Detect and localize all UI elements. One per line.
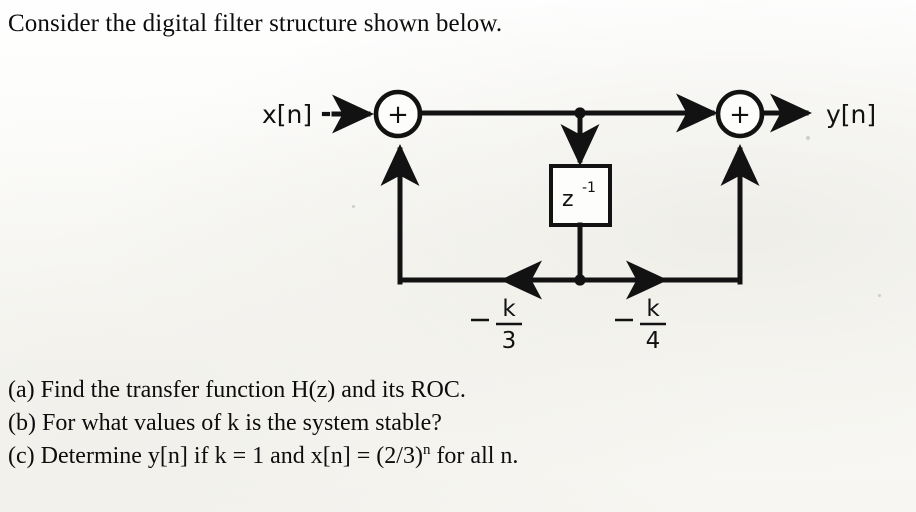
feedback-split-junction — [574, 274, 586, 286]
question-c-label: (c) — [8, 443, 35, 469]
feedback-gain-left: k 3 — [471, 296, 522, 354]
diagram-canvas: x[n] + + y[n] z -1 — [262, 89, 876, 354]
input-signal-label: x[n] — [262, 100, 312, 129]
feedback-gain-left-numerator: k — [502, 296, 516, 322]
unit-delay-exponent: -1 — [582, 180, 596, 196]
feedback-gain-right-denominator: 4 — [646, 328, 661, 354]
output-signal-label: y[n] — [826, 100, 876, 129]
feedback-gain-left-denominator: 3 — [502, 328, 517, 354]
input-summing-node-symbol: + — [387, 100, 409, 130]
filter-diagram: x[n] + + y[n] z -1 — [0, 60, 916, 365]
scan-speck — [878, 294, 881, 297]
question-c-exponent: n — [422, 442, 431, 458]
question-c-text-before: Determine y[n] if k = 1 and x[n] = (2/3) — [40, 443, 423, 469]
scan-speck — [806, 136, 810, 140]
question-item-b: (b) For what values of k is the system s… — [8, 407, 518, 440]
feedback-gain-right: k 4 — [615, 296, 666, 354]
scan-speck — [352, 205, 355, 208]
unit-delay-label: z — [562, 187, 574, 212]
unit-delay-block — [549, 164, 612, 227]
page-title: Consider the digital filter structure sh… — [8, 10, 503, 37]
question-b-label: (b) — [8, 410, 36, 436]
question-item-c: (c) Determine y[n] if k = 1 and x[n] = (… — [8, 440, 518, 473]
feedback-gain-right-numerator: k — [646, 296, 660, 322]
question-a-text: Find the transfer function H(z) and its … — [40, 377, 466, 403]
question-a-label: (a) — [8, 377, 35, 403]
output-summing-node-symbol: + — [729, 100, 751, 130]
question-item-a: (a) Find the transfer function H(z) and … — [8, 374, 518, 407]
question-b-text: For what values of k is the system stabl… — [41, 410, 442, 436]
question-list: (a) Find the transfer function H(z) and … — [8, 374, 518, 473]
question-c-text-after: for all n. — [430, 443, 519, 469]
